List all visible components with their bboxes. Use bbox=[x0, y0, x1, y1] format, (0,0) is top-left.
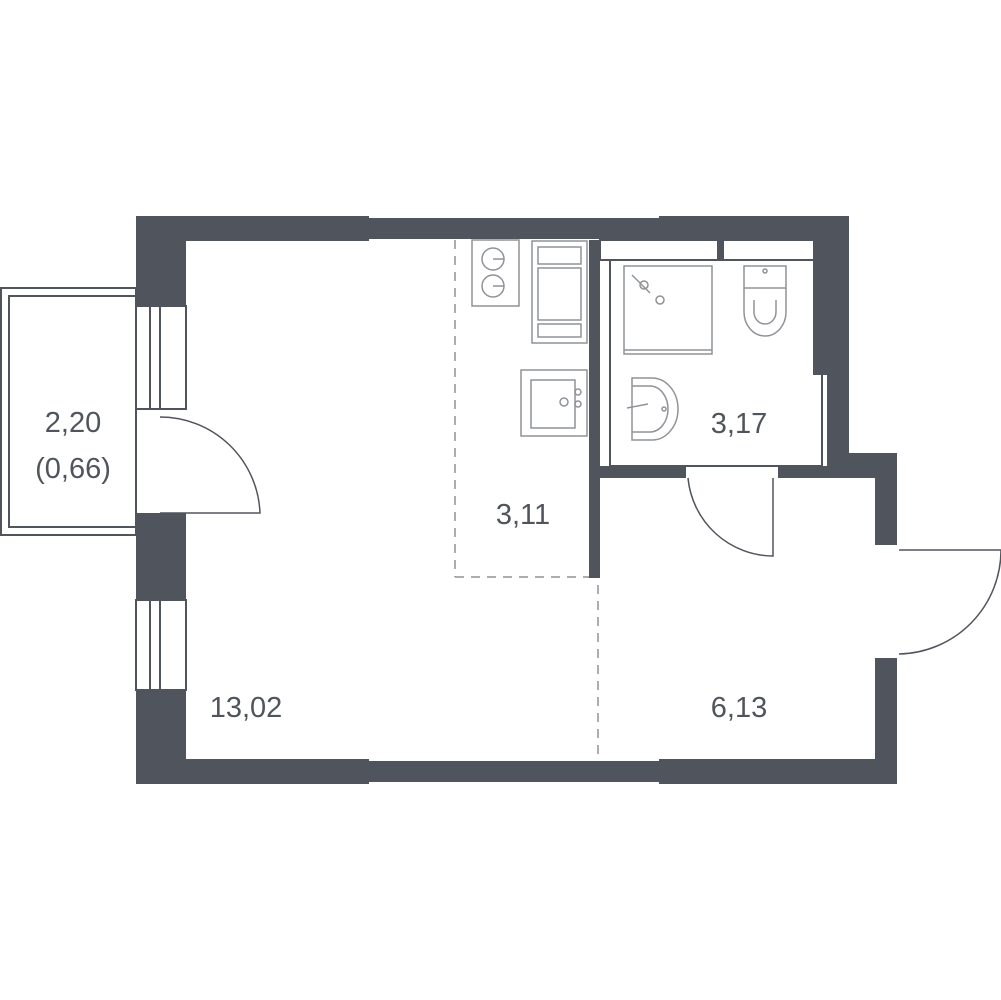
bottom-wall-right bbox=[659, 759, 897, 784]
bathroom-east-partition bbox=[813, 240, 828, 375]
right-wall-above-door bbox=[875, 453, 897, 545]
living-room-area-label: 13,02 bbox=[210, 692, 283, 724]
balcony-reduced-area-label: (0,66) bbox=[35, 453, 111, 485]
interior-walls bbox=[589, 239, 830, 578]
bathroom-south-wall-right bbox=[778, 466, 830, 478]
kitchen-sink-icon bbox=[520, 369, 588, 437]
bathroom-west-wall bbox=[589, 240, 600, 578]
oven-icon bbox=[531, 240, 588, 344]
right-wall-below-door bbox=[875, 658, 897, 784]
right-wall-upper bbox=[827, 216, 849, 466]
bathroom-south-wall-left bbox=[589, 466, 686, 478]
bathroom-ceiling-strip bbox=[599, 239, 828, 261]
bathroom-door-swing bbox=[687, 477, 774, 557]
balcony-inner-rail bbox=[8, 295, 137, 528]
cooktop-icon bbox=[471, 239, 520, 307]
left-wall-top-pier bbox=[136, 216, 186, 306]
washbasin-icon bbox=[626, 377, 679, 441]
bottom-wall-left bbox=[136, 759, 369, 784]
top-wall-middle bbox=[369, 218, 659, 239]
left-wall-middle-pier bbox=[136, 513, 186, 600]
entrance-door-swing bbox=[898, 549, 1001, 655]
kitchen-area-label: 3,11 bbox=[496, 499, 550, 531]
toilet-icon bbox=[743, 265, 787, 337]
top-wall-right bbox=[659, 216, 849, 241]
bathroom-stub bbox=[717, 240, 724, 260]
doors bbox=[159, 416, 1001, 655]
shower-icon bbox=[623, 265, 713, 355]
bathroom-area-label: 3,17 bbox=[711, 408, 767, 440]
balcony-door-swing bbox=[159, 416, 261, 514]
windows bbox=[135, 305, 187, 691]
balcony-area-label: 2,20 bbox=[45, 407, 101, 439]
kitchen-zone bbox=[454, 240, 599, 760]
bathroom-fixtures bbox=[623, 265, 787, 441]
bottom-wall-middle bbox=[369, 761, 659, 782]
exterior-walls bbox=[136, 216, 897, 784]
hallway-area-label: 6,13 bbox=[711, 692, 767, 724]
kitchen-fixtures bbox=[471, 239, 588, 437]
balcony bbox=[0, 287, 137, 536]
room-labels: 2,20 (0,66) 3,11 3,17 13,02 6,13 bbox=[35, 407, 767, 724]
